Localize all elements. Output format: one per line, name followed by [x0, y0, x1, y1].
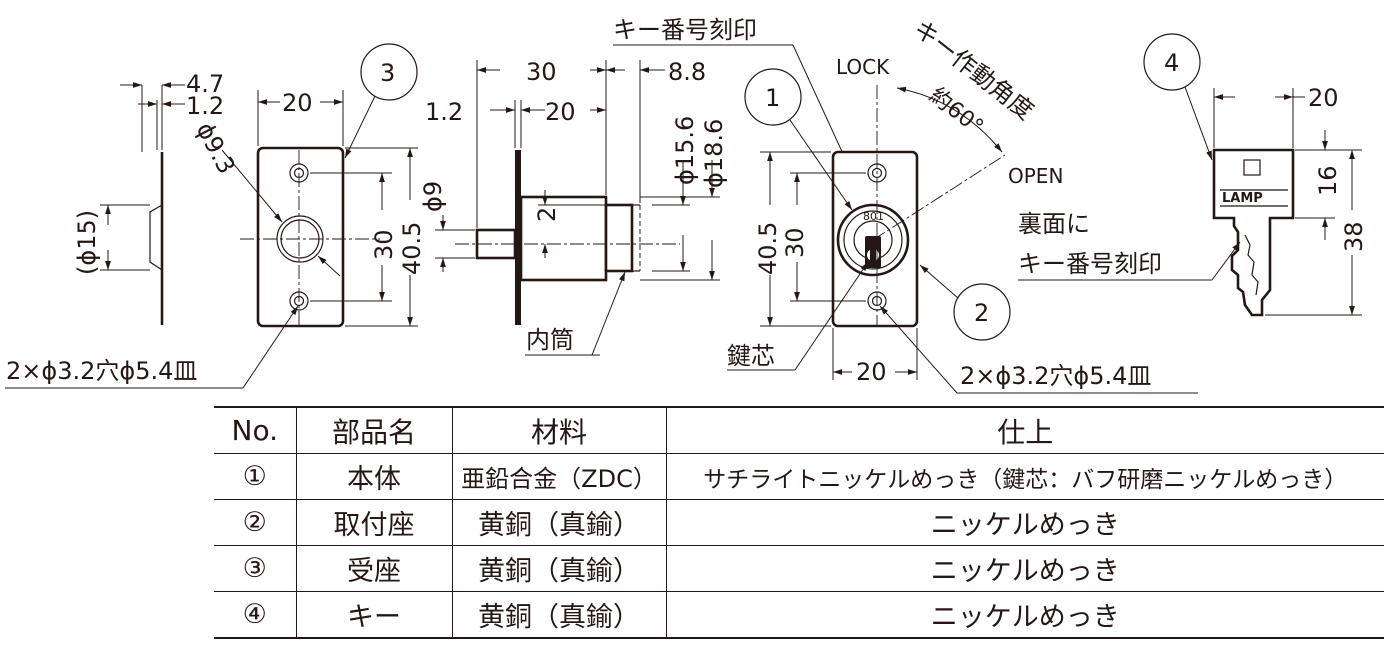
plate3-holes-label: 2×ϕ3.2穴ϕ5.4皿 [6, 357, 197, 385]
plate3-dim-40.5: 40.5 [398, 222, 426, 275]
key-dim-38: 38 [1340, 221, 1368, 252]
cylinder-number: 801 [863, 210, 884, 223]
header-finish: 仕上 [665, 406, 1384, 454]
header-part-name: 部品名 [295, 406, 453, 454]
lock-front-view: 801 LOCK OPEN キー作動角度 約60° 40.5 30 20 1 鍵… [727, 15, 1198, 394]
row-part-name: 本体 [295, 453, 453, 500]
parts-table: No. 部品名 材料 仕上 ① 本体 亜鉛合金（ZDC） サチライトニッケルめっ… [214, 406, 1384, 639]
table-header-row: No. 部品名 材料 仕上 [214, 406, 1384, 454]
row-finish: ニッケルめっき [665, 499, 1384, 546]
side-dim-4.7: 4.7 [186, 70, 224, 98]
table-row: ① 本体 亜鉛合金（ZDC） サチライトニッケルめっき（鍵芯：バフ研磨ニッケルめ… [214, 453, 1384, 500]
table-row: ② 取付座 黄銅（真鍮） ニッケルめっき [214, 499, 1384, 546]
row-material: 黄銅（真鍮） [451, 545, 667, 592]
header-material: 材料 [451, 406, 667, 454]
lock-dim-2: 2 [533, 207, 561, 222]
row-part-name: キー [295, 591, 453, 639]
row-material: 亜鉛合金（ZDC） [451, 453, 667, 500]
open-label: OPEN [1008, 164, 1063, 188]
callout-4: 4 [1164, 49, 1179, 77]
lock-dim-phi15.6: ϕ15.6 [671, 116, 699, 185]
row-material: 黄銅（真鍮） [451, 591, 667, 639]
header-no: No. [214, 406, 297, 454]
callout-3: 3 [380, 59, 395, 87]
table-row: ③ 受座 黄銅（真鍮） ニッケルめっき [214, 545, 1384, 592]
side-dim-phi15: (ϕ15) [73, 210, 101, 275]
key-back-label-line2: キー番号刻印 [1018, 250, 1162, 278]
row-no: ① [214, 453, 297, 500]
callout-2: 2 [974, 299, 989, 327]
lock-side-view: 30 8.8 1.2 20 ϕ15.6 ϕ18.6 ϕ9 2 内筒 [419, 58, 728, 356]
row-finish: サチライトニッケルめっき（鍵芯：バフ研磨ニッケルめっき） [665, 453, 1384, 500]
row-no: ③ [214, 545, 297, 592]
front-holes-label: 2×ϕ3.2穴ϕ5.4皿 [960, 362, 1151, 390]
technical-drawing: 4.7 1.2 (ϕ15) 20 ϕ9.3 30 [5, 15, 1368, 394]
plate3-dim-phi9.3: ϕ9.3 [191, 118, 241, 179]
key-view: LAMP 20 16 38 4 裏面に キー番号刻印 [1018, 33, 1368, 317]
key-back-label-line1: 裏面に [1018, 210, 1090, 238]
lock-label: LOCK [836, 55, 890, 79]
key-dim-20: 20 [1308, 84, 1339, 112]
key-angle-value: 約60° [924, 83, 987, 140]
front-dim-40.5: 40.5 [754, 222, 782, 275]
row-part-name: 受座 [295, 545, 453, 592]
key-core-label: 鍵芯 [727, 342, 775, 370]
row-no: ④ [214, 591, 297, 639]
strike-plate-side-view: 4.7 1.2 (ϕ15) [73, 70, 224, 325]
lock-dim-1.2: 1.2 [425, 98, 463, 126]
key-number-stamp-label: キー番号刻印 [613, 16, 757, 44]
key-dim-16: 16 [1314, 165, 1342, 196]
inner-tube-label: 内筒 [526, 326, 574, 354]
lock-dim-phi18.6: ϕ18.6 [700, 119, 728, 188]
row-finish: ニッケルめっき [665, 545, 1384, 592]
lock-dim-8.8: 8.8 [668, 58, 706, 86]
row-finish: ニッケルめっき [665, 591, 1384, 639]
row-part-name: 取付座 [295, 499, 453, 546]
side-dim-1.2: 1.2 [186, 92, 224, 120]
row-material: 黄銅（真鍮） [451, 499, 667, 546]
table-row: ④ キー 黄銅（真鍮） ニッケルめっき [214, 591, 1384, 639]
front-dim-30: 30 [781, 227, 809, 258]
key-brand: LAMP [1222, 191, 1263, 206]
row-no: ② [214, 499, 297, 546]
callout-1: 1 [765, 84, 780, 112]
lock-dim-phi9: ϕ9 [419, 181, 447, 212]
front-dim-20: 20 [856, 358, 887, 386]
lock-dim-30: 30 [526, 58, 557, 86]
plate3-dim-30: 30 [370, 229, 398, 260]
lock-dim-20: 20 [545, 98, 576, 126]
plate3-dim-20: 20 [282, 89, 313, 117]
